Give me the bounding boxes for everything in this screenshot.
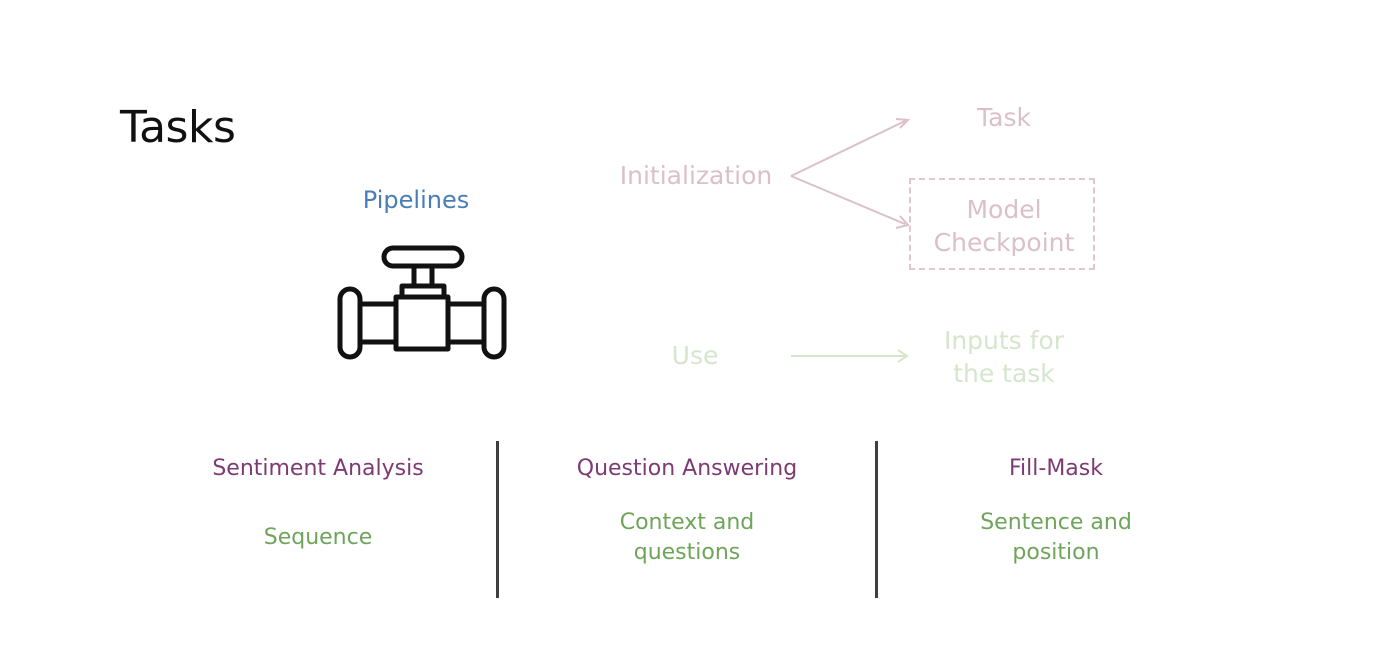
task-column-sentiment: Sentiment Analysis Sequence [168, 454, 468, 553]
task-name: Question Answering [576, 456, 798, 481]
task-label: Task [977, 103, 1031, 132]
task-input-line1: Sentence and [980, 510, 1132, 535]
arrow-to-task [790, 120, 906, 177]
slide-title: Tasks [120, 102, 236, 153]
valve-icon [337, 245, 507, 360]
column-divider-2 [875, 441, 878, 598]
model-checkpoint-label: Model Checkpoint [904, 193, 1104, 259]
initialization-label: Initialization [619, 161, 773, 190]
task-column-fill-mask: Fill-Mask Sentence and position [906, 454, 1206, 568]
task-name: Sentiment Analysis [212, 456, 424, 481]
task-input-line2: questions [633, 540, 741, 565]
task-column-question-answering: Question Answering Context and questions [537, 454, 837, 568]
use-label: Use [671, 341, 719, 370]
column-divider-1 [496, 441, 499, 598]
task-name: Fill-Mask [1009, 456, 1103, 481]
task-input-line1: Context and [619, 510, 755, 535]
task-input-line1: Sequence [263, 525, 373, 550]
inputs-label: Inputs for the task [904, 324, 1104, 390]
arrowhead-task [895, 118, 911, 129]
inputs-line2: the task [953, 359, 1055, 388]
arrow-to-checkpoint [790, 175, 906, 225]
pipelines-label: Pipelines [362, 186, 470, 214]
model-checkpoint-line2: Checkpoint [933, 228, 1075, 257]
model-checkpoint-line1: Model [966, 195, 1042, 224]
task-input-line2: position [1012, 540, 1100, 565]
inputs-line1: Inputs for [943, 326, 1065, 355]
model-checkpoint-box [909, 178, 1095, 270]
